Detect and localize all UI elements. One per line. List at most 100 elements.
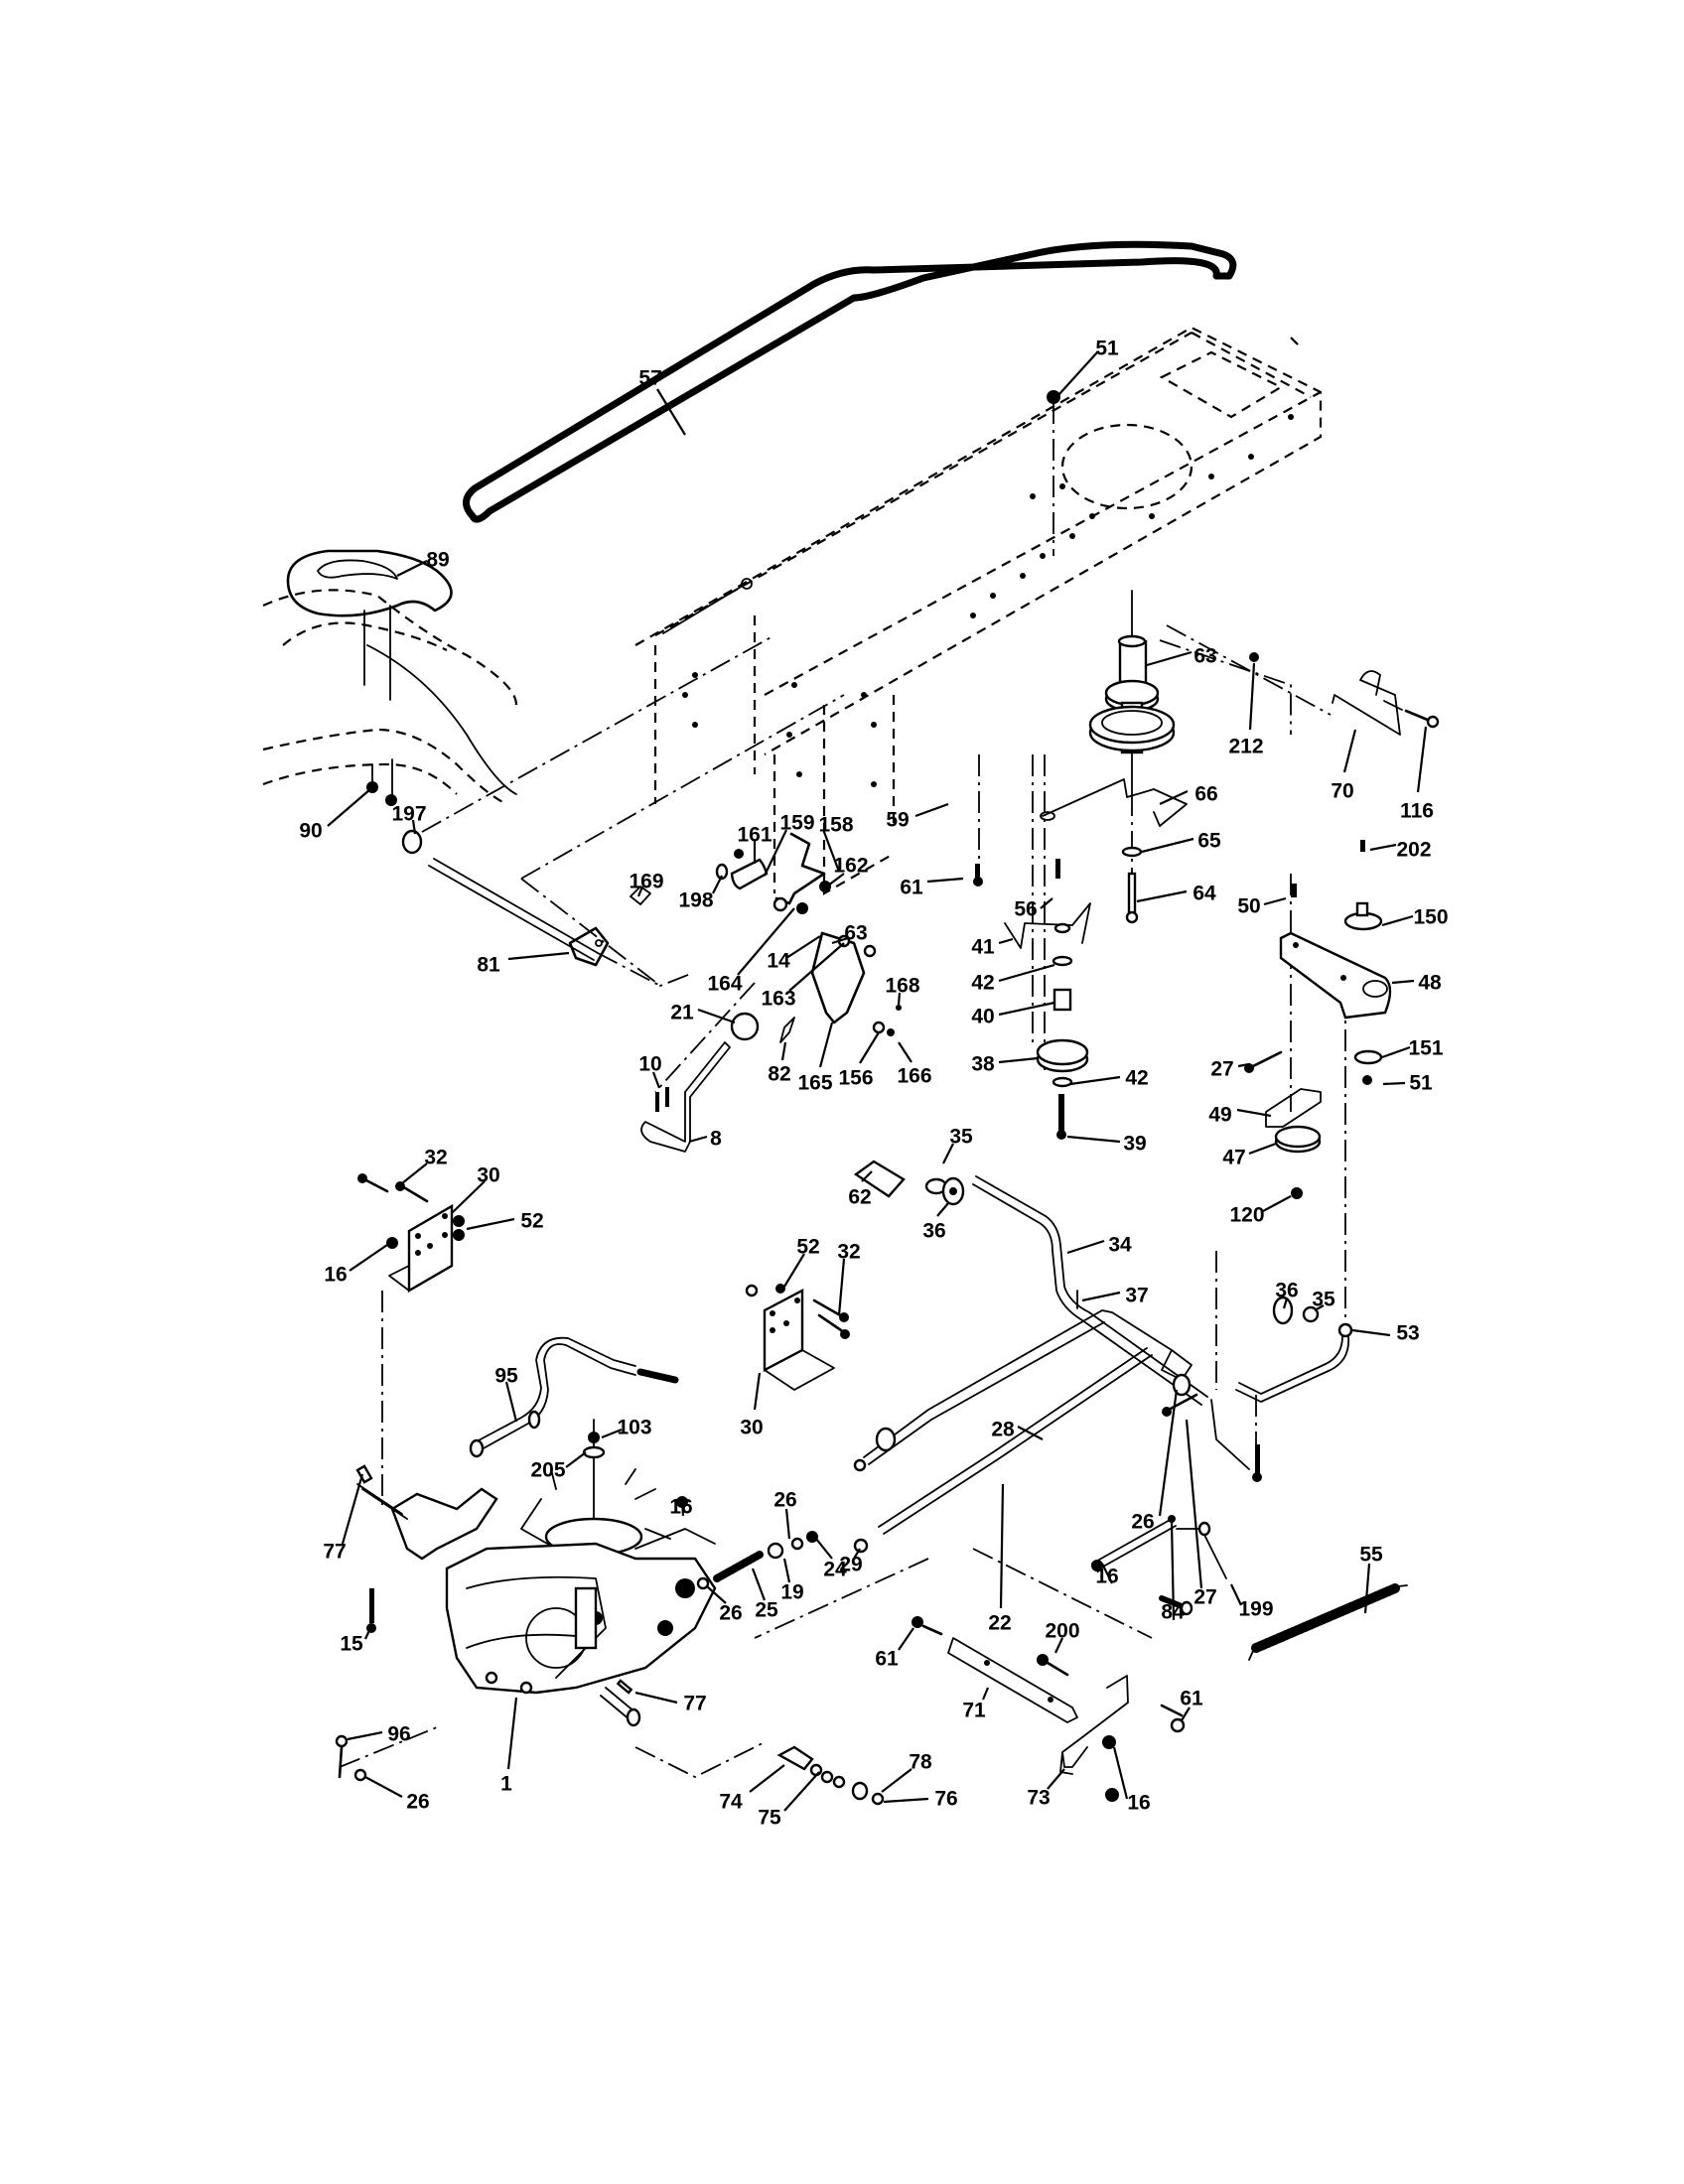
callout-leader-8 [688,1135,708,1144]
callout-part-96: 96 [387,1723,410,1746]
callout-part-39: 39 [1123,1133,1146,1156]
callout-part-32: 32 [424,1147,447,1169]
callout-leader-66 [1159,790,1189,805]
callout-part-205: 205 [530,1459,565,1482]
callout-part-168: 168 [885,975,919,998]
callout-leader-200 [1054,1637,1063,1654]
callout-leader-162 [823,873,845,889]
callout-leader-29 [853,1548,861,1560]
tractor-frame [634,326,1323,895]
callout-leader-56 [1040,897,1053,909]
callout-part-42: 42 [971,972,994,995]
callout-part-38: 38 [971,1053,995,1076]
idler-arm-48 [1244,840,1392,1199]
callout-part-74: 74 [719,1791,743,1814]
callout-part-212: 212 [1228,736,1263,758]
callout-leader-116 [1416,726,1428,793]
pin-96 [335,1734,367,1782]
callout-part-165: 165 [797,1072,832,1095]
callout-part-73: 73 [1027,1787,1050,1810]
callout-part-36: 36 [1275,1280,1298,1302]
callout-leader-51 [1382,1081,1406,1086]
callout-part-32: 32 [837,1241,860,1264]
callout-leader-49 [1236,1108,1272,1118]
callout-leader-75 [783,1771,820,1812]
callout-part-40: 40 [971,1006,994,1028]
brake-wire-66 [1040,778,1188,827]
callout-leader-34 [1066,1239,1105,1255]
callout-leader-14 [785,935,821,959]
callout-leader-26 [706,1585,727,1604]
callout-part-16: 16 [1127,1792,1150,1815]
callout-part-103: 103 [617,1417,651,1439]
callout-part-78: 78 [909,1751,932,1774]
callout-part-81: 81 [477,954,500,977]
callout-leader-166 [898,1041,912,1063]
fender-outline [262,589,518,805]
callout-leaders [327,351,1428,1812]
callout-part-61: 61 [1180,1688,1203,1710]
callout-leader-51 [1057,351,1098,396]
callout-part-200: 200 [1045,1620,1079,1643]
shift-lever-95 [469,1336,679,1458]
callout-leader-10 [651,1071,661,1089]
callout-leader-64 [1136,889,1188,903]
wire-70 [1332,670,1440,736]
callout-leader-159 [764,829,787,877]
callout-part-55: 55 [1359,1544,1383,1567]
callout-leader-81 [507,951,570,961]
callout-leader-197 [411,819,417,835]
callout-leader-32 [837,1258,846,1316]
callout-part-21: 21 [670,1002,694,1024]
callout-leader-205 [565,1451,587,1468]
callout-part-26: 26 [1131,1511,1154,1534]
callout-part-90: 90 [299,820,322,843]
callout-part-65: 65 [1197,830,1221,853]
callout-part-151: 151 [1408,1037,1443,1060]
callout-leader-61 [1181,1706,1191,1721]
shift-rod-81 [401,829,610,967]
callout-leader-16 [1112,1746,1129,1800]
callout-part-30: 30 [740,1417,763,1439]
spring-25 [676,1496,818,1590]
callout-leader-37 [1081,1291,1121,1302]
callout-leader-27 [1185,1419,1203,1589]
callout-part-84: 84 [1161,1601,1185,1624]
callout-part-29: 29 [839,1554,862,1576]
callout-leader-156 [859,1031,880,1064]
callout-part-15: 15 [340,1633,363,1656]
callout-part-63: 63 [844,922,867,945]
callout-part-47: 47 [1222,1147,1245,1169]
callout-leader-16 [349,1244,388,1272]
callout-leader-70 [1342,729,1357,773]
callout-leader-39 [1066,1135,1121,1144]
control-bracket-cluster [630,832,902,1043]
callout-leader-59 [914,802,949,818]
callout-part-30: 30 [477,1164,499,1187]
callout-part-37: 37 [1125,1285,1148,1307]
callout-leader-96 [347,1730,383,1741]
callout-part-56: 56 [1014,898,1037,921]
callout-part-10: 10 [638,1053,661,1076]
callout-part-120: 120 [1229,1204,1264,1227]
callout-leader-82 [780,1041,787,1061]
callout-part-28: 28 [991,1419,1015,1441]
callout-leader-21 [697,1008,736,1024]
callout-part-16: 16 [669,1496,692,1519]
callout-leader-36 [936,1202,949,1217]
callout-part-8: 8 [710,1128,722,1151]
callout-leader-48 [1391,979,1415,985]
callout-leader-62 [861,1170,873,1182]
callout-leader-42 [998,963,1055,983]
callout-part-75: 75 [758,1807,781,1830]
callout-part-1: 1 [500,1773,512,1796]
callout-leader-26 [784,1508,791,1540]
callout-part-41: 41 [971,936,995,959]
lever-71 [912,1616,1186,1802]
callout-leader-25 [751,1568,767,1601]
callout-part-61: 61 [875,1648,899,1671]
brake-shaft-34 [853,1160,1208,1406]
callout-part-35: 35 [1312,1289,1335,1311]
callout-leader-16 [680,1498,685,1517]
